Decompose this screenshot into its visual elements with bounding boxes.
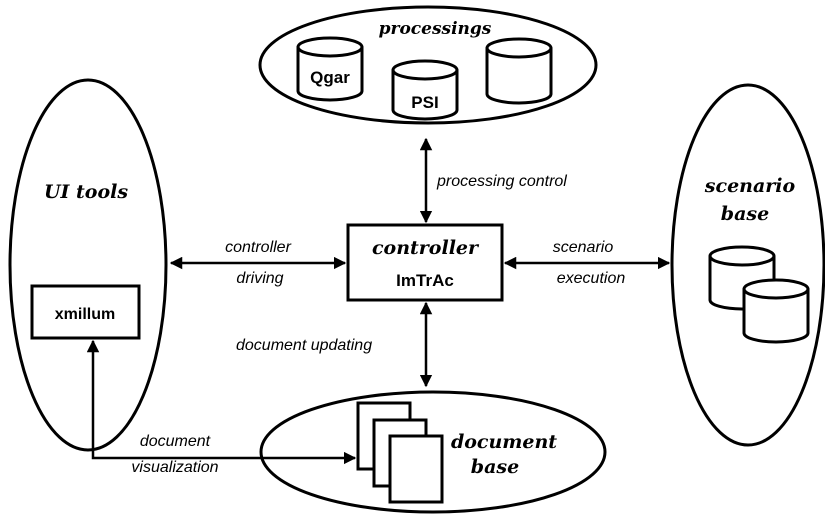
scenario-base-group: scenario base [670, 83, 825, 447]
controller-title: controller [372, 237, 480, 259]
label-scenario-execution-1: scenario [553, 239, 614, 256]
scenario-cylinder-front [742, 278, 810, 344]
label-document-updating: document updating [236, 337, 372, 354]
label-controller-driving-1: controller [225, 239, 291, 256]
scenario-base-title-1: scenario [704, 175, 796, 197]
xmillum-label: xmillum [55, 306, 115, 323]
controller-box [346, 223, 504, 302]
document-base-title-2: base [471, 456, 519, 478]
document-base-title-1: document [451, 431, 557, 453]
document-base-group: document base [259, 390, 607, 514]
xmillum-box [30, 284, 141, 340]
label-controller-driving-2: driving [236, 270, 283, 287]
processing-cylinder-psi: PSI [391, 59, 459, 121]
document-page-3 [388, 434, 444, 504]
processing-cylinder-qgar: Qgar [296, 36, 364, 102]
processing-label-qgar: Qgar [310, 68, 350, 87]
processings-group: processings Qgar PSI [258, 5, 598, 125]
controller-group: controller ImTrAc [346, 223, 504, 302]
ui-tools-ellipse [8, 78, 168, 452]
ui-tools-title: UI tools [44, 181, 128, 203]
scenario-base-title-2: base [721, 203, 769, 225]
arrow-document-visualization [86, 339, 357, 465]
label-document-visualization-1: document [140, 433, 211, 450]
label-processing-control: processing control [436, 173, 567, 190]
controller-name: ImTrAc [396, 271, 454, 290]
label-scenario-execution-2: execution [557, 270, 626, 287]
processing-cylinder-empty [485, 37, 553, 105]
ui-tools-group: UI tools xmillum [8, 78, 168, 452]
label-document-visualization-2: visualization [131, 459, 218, 476]
processing-label-psi: PSI [411, 93, 438, 112]
processings-title: processings [379, 19, 492, 39]
